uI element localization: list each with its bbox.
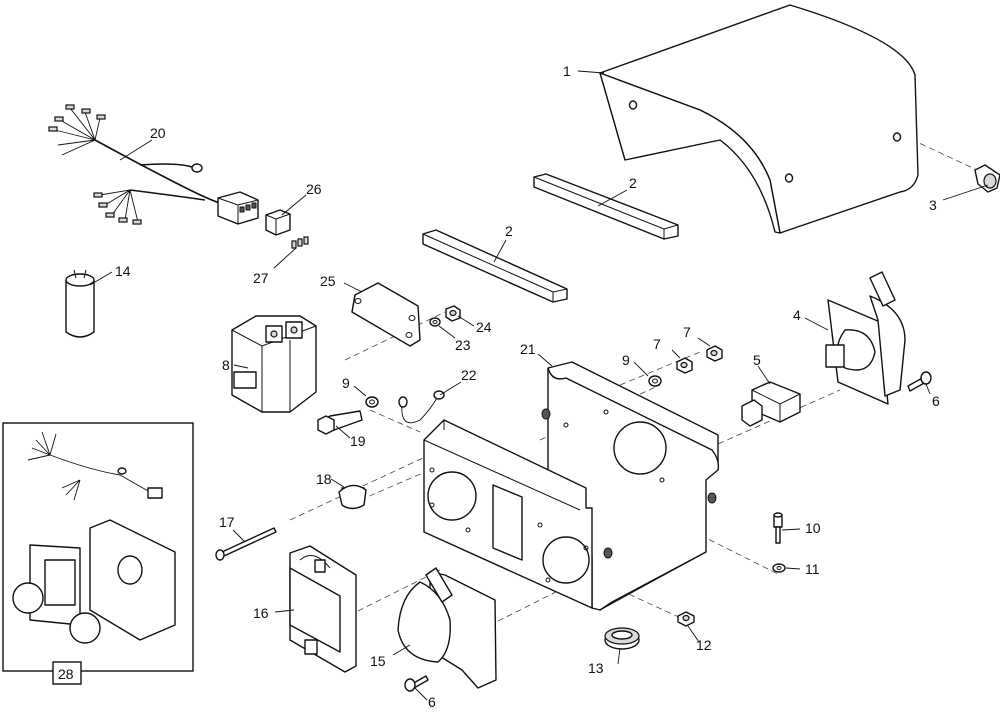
main-frame-part bbox=[423, 361, 720, 611]
callout-2-lower: 2 bbox=[505, 223, 513, 239]
bolt-part-6-bottom bbox=[404, 675, 429, 692]
callout-5: 5 bbox=[753, 352, 761, 368]
nut-part-7-upper bbox=[706, 345, 723, 362]
outlet-box-part bbox=[289, 545, 357, 673]
callout-26: 26 bbox=[306, 181, 322, 197]
washer-part-23 bbox=[429, 317, 441, 327]
socket-part-15 bbox=[397, 567, 497, 689]
callout-18: 18 bbox=[316, 471, 332, 487]
callout-16: 16 bbox=[253, 605, 269, 621]
callout-3: 3 bbox=[929, 197, 937, 213]
nut-part-7-lower bbox=[676, 357, 693, 374]
callout-21: 21 bbox=[520, 341, 536, 357]
callout-9-right: 9 bbox=[622, 352, 630, 368]
screw-part-10 bbox=[773, 512, 783, 544]
circuit-breaker-part bbox=[231, 315, 317, 413]
washer-part-9-right bbox=[648, 375, 662, 387]
callout-9-left: 9 bbox=[342, 375, 350, 391]
leader-lines bbox=[89, 70, 989, 701]
top-cover-part bbox=[599, 4, 919, 234]
ground-wire-part bbox=[398, 390, 445, 424]
callout-4: 4 bbox=[793, 307, 801, 323]
callout-28-box bbox=[52, 661, 82, 685]
callout-8: 8 bbox=[222, 357, 230, 373]
socket-part-4 bbox=[825, 271, 906, 405]
callout-10: 10 bbox=[805, 520, 821, 536]
callout-22: 22 bbox=[461, 367, 477, 383]
washer-part-11 bbox=[772, 563, 786, 573]
callout-numbers: 1 2 2 3 4 5 6 6 7 7 8 9 9 10 11 12 13 14… bbox=[58, 63, 940, 710]
capacitor-part bbox=[65, 269, 95, 338]
strip-part-lower bbox=[422, 229, 568, 303]
callout-7-upper: 7 bbox=[683, 324, 691, 340]
bolt-part-19 bbox=[317, 410, 363, 435]
callout-12: 12 bbox=[696, 637, 712, 653]
callout-17: 17 bbox=[219, 514, 235, 530]
screw-part-3 bbox=[974, 164, 1000, 193]
terminals-part-27 bbox=[291, 236, 309, 249]
bolt-part-6-right bbox=[907, 371, 932, 392]
callout-27: 27 bbox=[253, 270, 269, 286]
nut-part-24 bbox=[445, 305, 461, 322]
wiring-harness-part bbox=[48, 104, 259, 225]
callout-11: 11 bbox=[805, 561, 820, 577]
callout-25: 25 bbox=[320, 273, 336, 289]
cover-plate-part bbox=[351, 282, 421, 347]
callout-2-upper: 2 bbox=[629, 175, 637, 191]
callout-6-bottom: 6 bbox=[428, 694, 436, 710]
callout-20: 20 bbox=[150, 125, 166, 141]
callout-14: 14 bbox=[115, 263, 131, 279]
grommet-part bbox=[604, 627, 640, 650]
callout-15: 15 bbox=[370, 653, 386, 669]
callout-28: 28 bbox=[58, 666, 74, 682]
inset-assembly-box bbox=[2, 422, 194, 672]
callout-13: 13 bbox=[588, 660, 604, 676]
callout-1: 1 bbox=[563, 63, 571, 79]
connector-part-26 bbox=[265, 209, 291, 236]
washer-part-9-left bbox=[365, 396, 379, 408]
callout-6-right: 6 bbox=[932, 393, 940, 409]
callout-24: 24 bbox=[476, 319, 492, 335]
plug-cap-part bbox=[338, 484, 367, 510]
long-screw-part bbox=[215, 527, 277, 561]
strip-part-upper bbox=[533, 173, 679, 240]
callout-7-lower: 7 bbox=[653, 336, 661, 352]
nut-part-12 bbox=[677, 611, 695, 627]
callout-19: 19 bbox=[350, 433, 366, 449]
switch-part bbox=[741, 381, 801, 427]
callout-23: 23 bbox=[455, 337, 471, 353]
